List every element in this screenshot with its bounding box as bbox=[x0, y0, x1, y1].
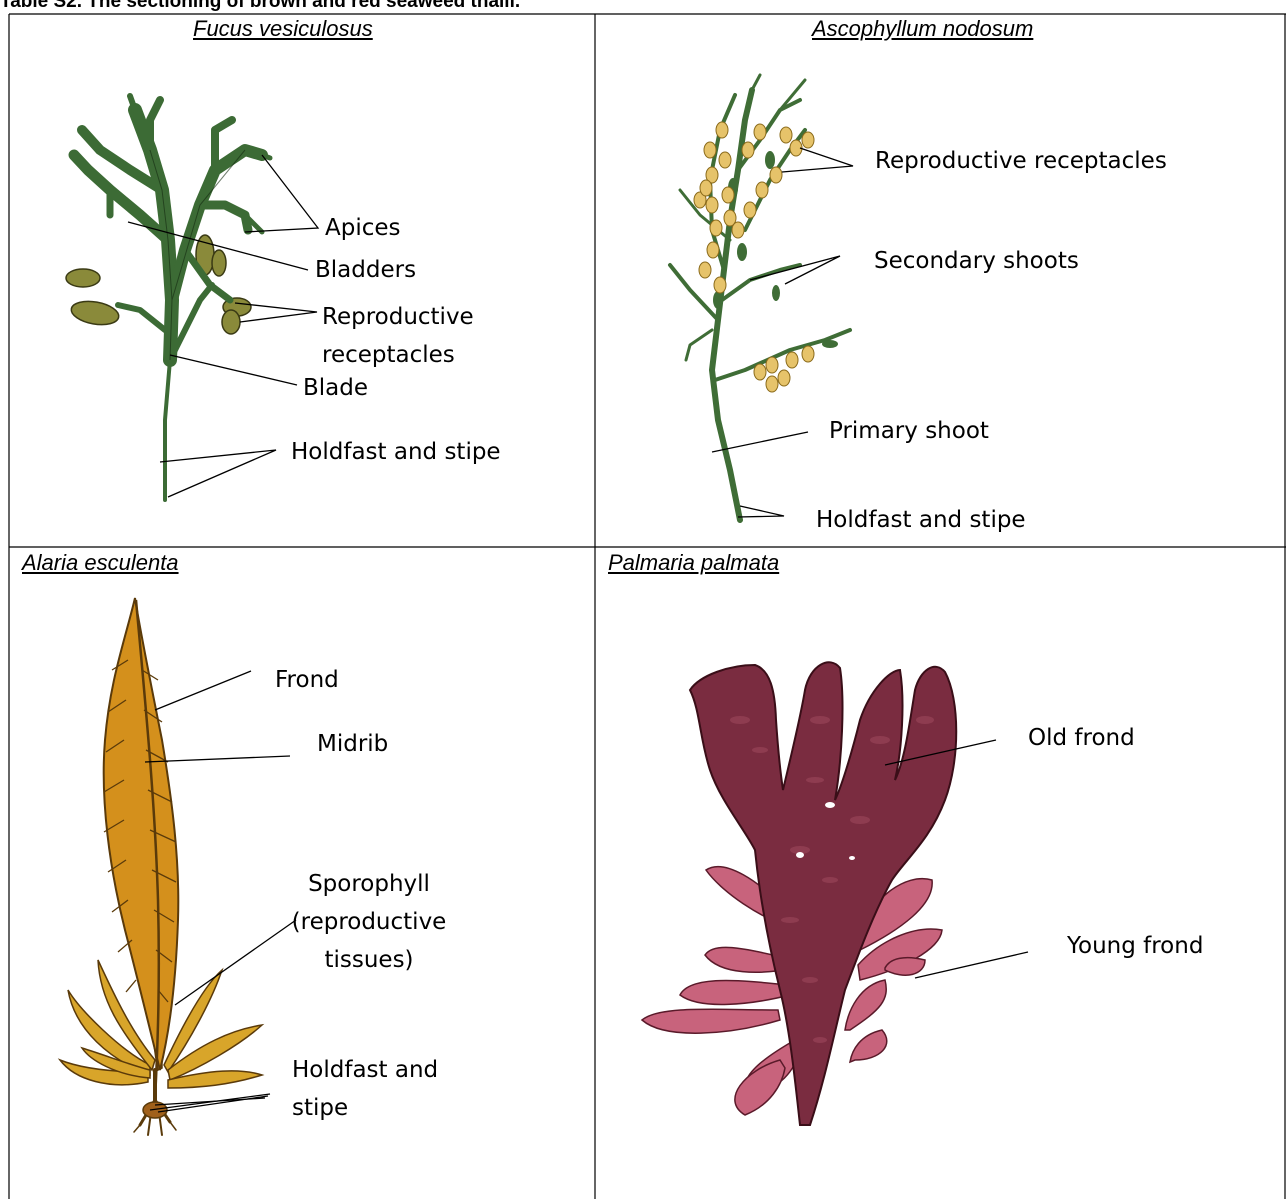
palmaria-label-old-frond: Old frond bbox=[1028, 719, 1135, 757]
palmaria-label-young-frond: Young frond bbox=[1067, 927, 1203, 965]
